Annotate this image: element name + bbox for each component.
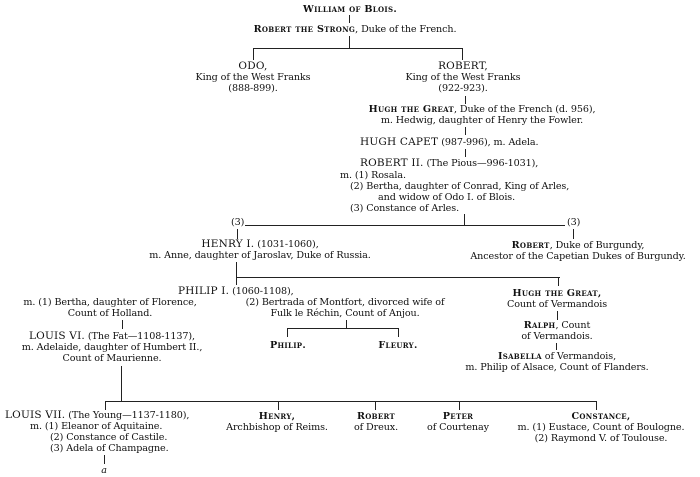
robert-the-strong: Robert the Strong, Duke of the French. [253, 24, 457, 35]
connector-line [557, 311, 559, 320]
isabella: Isabella of Vermandois, m. Philip of Als… [465, 351, 649, 373]
ralph: Ralph, Count of Vermandois. [521, 320, 593, 342]
connector-line [253, 48, 255, 60]
henry-archbishop: Henry, Archbishop of Reims. [226, 411, 328, 433]
henry-i: HENRY I. (1031-1060), m. Anne, daughter … [149, 238, 371, 262]
connector-line [558, 277, 560, 286]
robert-duke-of-burgundy: Robert, Duke of Burgundy, Ancestor of th… [470, 240, 686, 262]
hugh-capet: HUGH CAPET (987-996), m. Adela. [360, 136, 539, 149]
philip-i-marriage-1: m. (1) Bertha, daughter of Florence, Cou… [23, 297, 197, 319]
connector-line [459, 401, 461, 410]
connector-line [245, 225, 565, 227]
william-of-blois: William of Blois. [303, 4, 397, 15]
connector-line [462, 48, 464, 60]
robert-ii-marriage: m. (1) Rosala. [340, 170, 406, 181]
connector-line [104, 455, 106, 464]
connector-line [278, 401, 280, 410]
connector-line [105, 401, 597, 403]
hugh-the-great-vermandois: Hugh the Great, Count of Vermandois [506, 288, 608, 310]
louis-vi: LOUIS VI. (The Fat—1108-1137), m. Adelai… [21, 330, 203, 365]
connector-line [121, 366, 123, 402]
fleury: Fleury. [378, 340, 418, 351]
hugh-the-great-duke: Hugh the Great, Duke of the French (d. 9… [368, 104, 596, 126]
connector-line [349, 15, 351, 23]
philip-i-marriage-2: (2) Bertrada of Montfort, divorced wife … [245, 297, 445, 319]
branch-marker-right: (3) [567, 217, 581, 228]
connector-line [465, 96, 467, 104]
connector-line [573, 229, 575, 239]
louis-vii-marriage: (2) Constance of Castile. [50, 432, 168, 443]
connector-line [236, 277, 238, 285]
peter-of-courtenay: Peter of Courtenay [427, 411, 489, 433]
robert-ii: ROBERT II. (The Pious—996-1031), [360, 157, 539, 170]
connector-line [236, 262, 238, 278]
louis-vii: LOUIS VII. (The Young—1137-1180), [5, 409, 190, 422]
continuation-marker: a [101, 465, 107, 476]
connector-line [465, 149, 467, 157]
connector-line [122, 320, 124, 329]
connector-line [237, 229, 239, 239]
odo: ODO, King of the West Franks (888-899). [195, 60, 311, 95]
connector-line [556, 343, 558, 350]
connector-line [287, 328, 289, 337]
louis-vii-marriage: m. (1) Eleanor of Aquitaine. [30, 421, 163, 432]
connector-line [398, 328, 400, 337]
robert-ii-marriage: (3) Constance of Arles. [350, 203, 460, 214]
robert-king: ROBERT, King of the West Franks (922-923… [405, 60, 521, 95]
branch-marker-left: (3) [231, 217, 245, 228]
connector-line [375, 401, 377, 410]
philip-i: PHILIP I. (1060-1108), [178, 285, 294, 298]
robert-ii-marriage: and widow of Odo I. of Blois. [378, 192, 516, 203]
connector-line [105, 401, 107, 410]
connector-line [464, 214, 466, 225]
robert-ii-marriage: (2) Bertha, daughter of Conrad, King of … [350, 181, 570, 192]
louis-vii-marriage: (3) Adela of Champagne. [50, 443, 169, 454]
connector-line [287, 328, 399, 330]
connector-line [349, 36, 351, 48]
connector-line [596, 401, 598, 410]
connector-line [236, 277, 560, 279]
constance: Constance, m. (1) Eustace, Count of Boul… [517, 411, 685, 444]
connector-line [346, 320, 348, 328]
connector-line [465, 127, 467, 135]
philip-son: Philip. [269, 340, 307, 351]
robert-of-dreux: Robert of Dreux. [353, 411, 399, 433]
connector-line [253, 48, 463, 50]
